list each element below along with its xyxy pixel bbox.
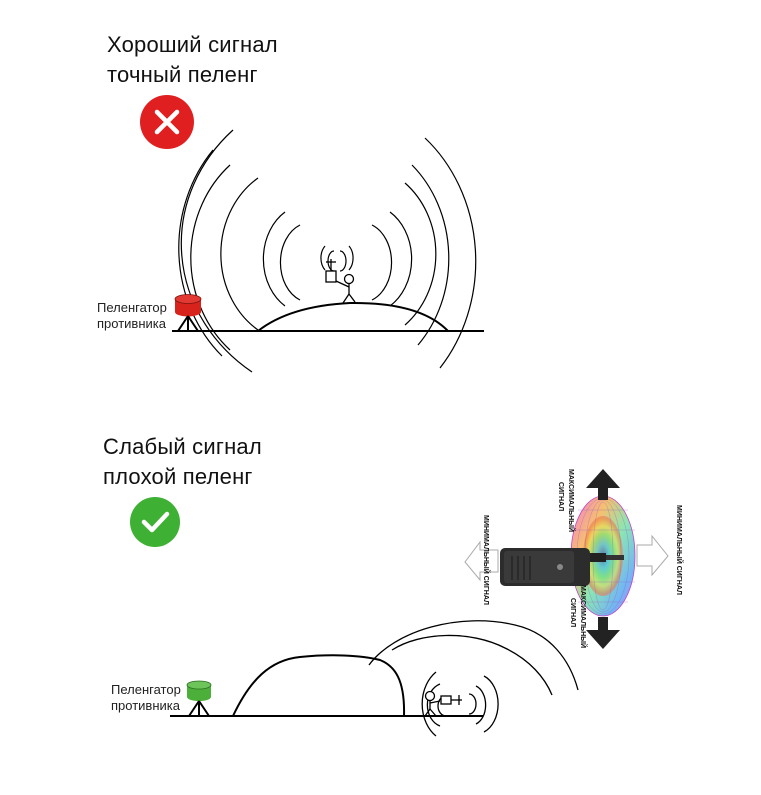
max-signal-top-label-2: СИГНАЛ <box>557 482 564 511</box>
top-df-label-line2: противника <box>97 316 166 331</box>
top-heading-line2: точный пеленг <box>107 62 258 87</box>
bottom-heading: Слабый сигнал плохой пеленг <box>103 432 262 492</box>
top-radio-operator <box>325 259 356 304</box>
max-signal-bottom-label: МАКСИМАЛЬНЫЙ <box>579 585 588 648</box>
top-direction-finder <box>174 294 202 332</box>
min-signal-left-label: МИНИМАЛЬНЫЙ СИГНАЛ <box>482 515 491 605</box>
top-heading: Хороший сигнал точный пеленг <box>107 30 278 90</box>
bottom-outer-arcs <box>368 620 579 737</box>
bottom-df-label: Пеленгатор противника <box>111 682 181 714</box>
cross-icon <box>154 109 180 135</box>
radiation-pattern: МАКСИМАЛЬНЫЙ СИГНАЛ МАКСИМАЛЬНЫЙ СИГНАЛ … <box>464 469 684 649</box>
top-status-badge <box>140 95 194 149</box>
radio-device-icon <box>500 548 624 586</box>
min-signal-right-arrow <box>636 534 669 577</box>
top-df-label: Пеленгатор противника <box>97 300 167 332</box>
max-signal-top-label: МАКСИМАЛЬНЫЙ <box>567 469 576 532</box>
bottom-status-circle <box>130 497 180 547</box>
bottom-status-badge <box>130 497 180 547</box>
bottom-heading-line1: Слабый сигнал <box>103 434 262 459</box>
bottom-direction-finder <box>186 680 212 717</box>
max-signal-down-arrow <box>586 617 620 649</box>
min-signal-left-arrow <box>464 540 499 582</box>
max-signal-bottom-label-2: СИГНАЛ <box>569 598 576 627</box>
top-radio-waves <box>178 129 477 373</box>
bottom-df-label-line1: Пеленгатор <box>111 682 181 697</box>
bottom-radio-operator <box>424 690 462 717</box>
max-signal-up-arrow <box>586 469 620 500</box>
top-hill <box>257 301 449 332</box>
check-icon <box>141 511 170 533</box>
min-signal-right-label: МИНИМАЛЬНЫЙ СИГНАЛ <box>675 505 684 595</box>
top-heading-line1: Хороший сигнал <box>107 32 278 57</box>
top-df-label-line1: Пеленгатор <box>97 300 167 315</box>
bottom-heading-line2: плохой пеленг <box>103 464 253 489</box>
bottom-hill <box>232 654 406 717</box>
bottom-df-label-line2: противника <box>111 698 180 713</box>
